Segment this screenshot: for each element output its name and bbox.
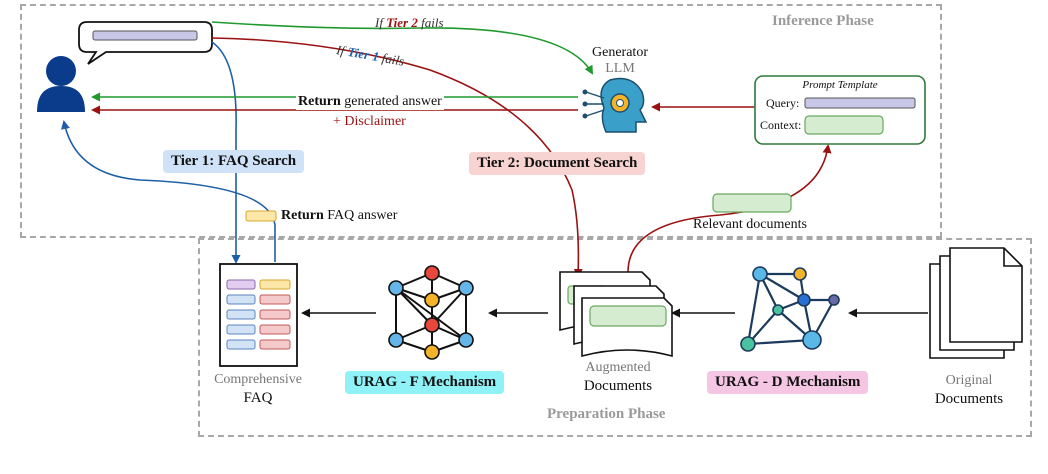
- prompt-query-label: Query:: [766, 96, 800, 110]
- if-tier2-fails-label: If Tier 2 fails: [375, 15, 444, 31]
- original-documents-icon: [929, 247, 1023, 359]
- preparation-phase-box: [198, 238, 1032, 437]
- inference-phase-box: [20, 4, 942, 238]
- return-generated-bold: Return: [298, 94, 341, 109]
- user-icon: [37, 56, 85, 112]
- if-tier2-suffix: fails: [417, 15, 444, 30]
- augmented-documents-label: Augmented Documents: [558, 358, 678, 396]
- green-arrow-to-generator: [211, 21, 593, 75]
- tier2-document-search-badge: Tier 2: Document Search: [469, 152, 646, 175]
- return-faq-rest: FAQ answer: [323, 208, 398, 223]
- return-generated-answer-label: Return generated answer: [296, 94, 444, 110]
- blue-arrow-return-faq: [61, 120, 276, 262]
- orig-label-line1: Original: [945, 373, 993, 388]
- generator-label: Generator LLM: [580, 45, 660, 77]
- faq-label-line1: Comprehensive: [214, 372, 302, 387]
- if-tier1-suffix: fails: [377, 49, 406, 69]
- generator-title: Generator: [592, 45, 648, 60]
- return-generated-rest: generated answer: [340, 94, 442, 109]
- preparation-phase-title: Preparation Phase: [547, 406, 666, 422]
- urag-f-graph-nodes: [388, 265, 474, 360]
- blue-arrow-to-faq: [211, 41, 241, 264]
- if-tier2-prefix: If: [375, 15, 387, 30]
- disclaimer-label: + Disclaimer: [333, 114, 406, 129]
- urag-d-graph-icon: [746, 272, 835, 346]
- augmented-documents-icon: [559, 271, 673, 358]
- urag-f-graph-icon: [395, 272, 467, 353]
- aug-label-line1: Augmented: [585, 360, 651, 375]
- query-speech-bubble-icon: [78, 21, 213, 65]
- faq-label-line2: FAQ: [243, 390, 273, 406]
- if-tier2-bold: Tier 2: [386, 15, 418, 30]
- return-faq-answer-label: Return FAQ answer: [281, 208, 397, 224]
- tier1-faq-search-badge: Tier 1: FAQ Search: [163, 150, 305, 173]
- generator-subtitle: LLM: [605, 61, 635, 76]
- return-faq-bold: Return: [281, 208, 324, 223]
- prompt-template-box: [754, 75, 926, 145]
- prompt-context-label: Context:: [760, 118, 802, 132]
- red-arrow-to-document-search: [211, 37, 583, 278]
- red-arrow-augmented-to-template: [627, 144, 832, 273]
- urag-d-graph-nodes: [740, 266, 840, 352]
- relevant-documents-label: Relevant documents: [693, 217, 807, 232]
- prompt-template-title: Prompt Template: [802, 79, 878, 91]
- urag-d-mechanism-badge: URAG - D Mechanism: [707, 371, 869, 394]
- comprehensive-faq-icon: [219, 263, 298, 367]
- inference-phase-title: Inference Phase: [772, 13, 874, 29]
- faq-answer-chip-icon: [245, 210, 277, 222]
- relevant-document-chip-icon: [712, 193, 792, 213]
- urag-f-mechanism-badge: URAG - F Mechanism: [345, 371, 505, 394]
- generator-llm-icon: [582, 77, 648, 133]
- comprehensive-faq-label: Comprehensive FAQ: [198, 370, 318, 408]
- aug-label-line2: Documents: [583, 378, 653, 394]
- orig-label-line2: Documents: [934, 391, 1004, 407]
- original-documents-label: Original Documents: [914, 372, 1024, 408]
